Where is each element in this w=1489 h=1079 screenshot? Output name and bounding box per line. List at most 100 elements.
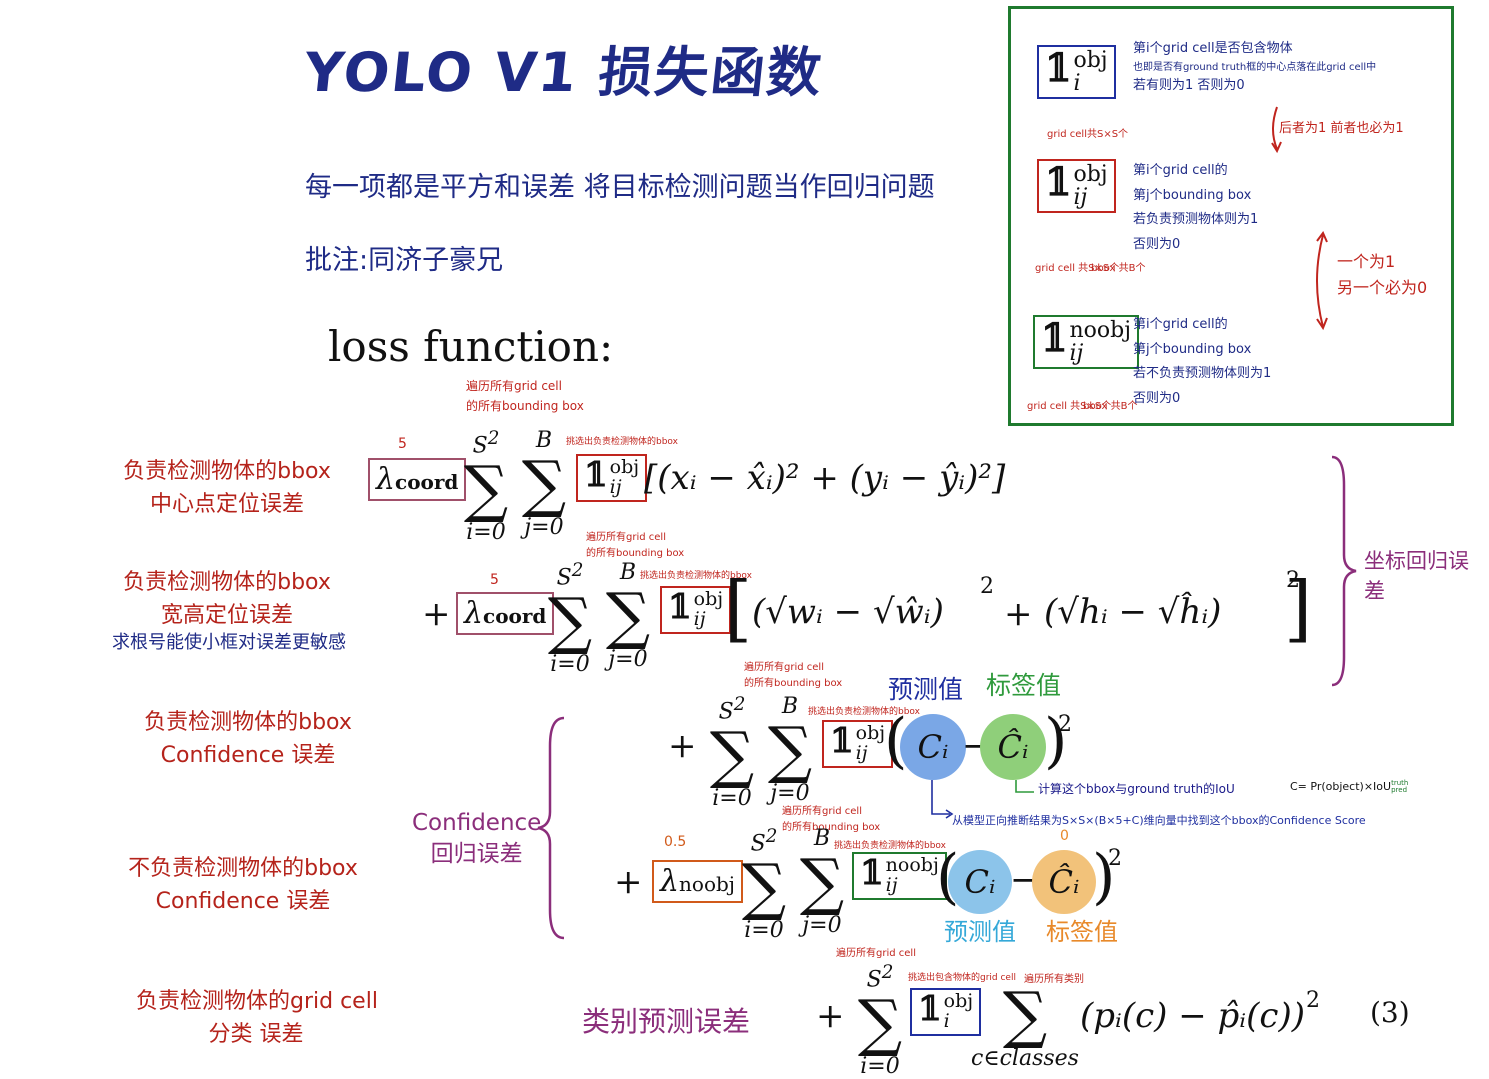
sigma-symbol: ∑ [605,579,651,652]
sum-upper-exp: 2 [487,428,500,449]
pick-grid-annotation: 挑选出包含物体的grid cell [908,973,1016,983]
left-label-term2: 负责检测物体的bbox 宽高定位误差 [123,570,331,628]
legend-item3-subnote-bbox: bbox 共B个 [1083,401,1138,412]
term2-exp-a: 2 [980,574,994,599]
c-formula-sup: truth [1391,779,1409,787]
indicator-one-symbol: 𝟙 [860,853,884,893]
indicator-one-symbol: 𝟙 [584,455,608,495]
sum-upper-exp: 2 [733,694,746,715]
sum-lower: i=0 [744,918,784,944]
pick-annotation-1: 挑选出负责检测物体的bbox [566,437,678,447]
lambda-sub: coord [395,470,459,494]
traverse-classes-annotation: 遍历所有类别 [1024,974,1084,985]
sum-upper: B [813,826,831,851]
lambda-symbol: λ [376,462,396,497]
coord-regression-label: 坐标回归误差 [1364,549,1469,603]
legend-item2-text: 第i个grid cell的 第j个bounding box 若负责预测物体则为1… [1133,159,1333,258]
left-label-term1: 负责检测物体的bbox 中心点定位误差 [123,459,331,517]
traverse-annotation-4: 遍历所有grid cell 的所有bounding box [782,806,881,833]
legend-item2-subnote-bbox: bbox 共B个 [1091,263,1146,274]
lambda-sub: noobj [679,872,735,896]
sum-upper: B [535,428,553,453]
indicator-sup: obj [1073,162,1108,187]
sum-i-term4: S2 ∑ i=0 [736,826,792,943]
indicator-obj-i: 𝟙 obj i [1037,45,1116,100]
sum-lower: i=0 [860,1054,900,1079]
legend-item1-subnote: grid cell共S×S个 [1047,129,1129,140]
legend-line: 也即是否有ground truth框的中心点落在此grid cell中 [1133,61,1377,73]
indicator-sub: ij [1069,341,1084,367]
legend-line: 第i个grid cell是否包含物体 [1133,41,1293,56]
indicator-sub: ij [693,607,706,630]
indicator-sup: obj [609,456,640,478]
sum-i-term3: S2 ∑ i=0 [704,694,760,811]
bracket-open: [ [724,566,753,650]
sum-c-term5: ∑ c∈classes [970,978,1080,1072]
sum-upper-exp: 2 [881,962,894,983]
indicator-sup: noobj [1069,318,1132,343]
sum-i-term5: S2 ∑ i=0 [852,962,908,1079]
plus-term2: + [422,594,451,634]
predicted-label-2: 预测值 [944,918,1016,946]
legend-line: 第j个bounding box [1133,341,1252,357]
sum-upper: S [866,967,882,993]
lambda-sub: coord [483,604,547,628]
indicator-sup: obj [693,588,724,610]
left-label-term3: 负责检测物体的bbox Confidence 误差 [144,710,352,768]
indicator-sup: obj [943,990,974,1012]
forward-inference-annotation: 从模型正向推断结果为S×S×(B×5+C)维向量中找到这个bbox的Confid… [952,814,1366,827]
sum-j-term2: B ∑ j=0 [600,560,656,672]
sigma-symbol: ∑ [1002,978,1048,1051]
legend-line: 第j个bounding box [1133,187,1252,203]
term5-expression: (pᵢ(c) − p̂ᵢ(c)) [1080,996,1305,1036]
sigma-symbol: ∑ [521,447,567,520]
sum-lower: i=0 [712,786,752,812]
paren-close-term3: ) [1044,706,1068,776]
indicator-one-symbol: 𝟙 [830,721,854,761]
sigma-symbol: ∑ [799,845,845,918]
label-value-label-1: 标签值 [986,671,1062,700]
term1-expression: [(xᵢ − x̂ᵢ)² + (yᵢ − ŷᵢ)²] [644,458,1006,498]
class-prediction-label: 类别预测误差 [582,1005,751,1038]
indicator-one-symbol: 𝟙 [1041,315,1068,360]
loss-function-label: loss function: [328,322,614,371]
legend-double-arrow-icon [1316,231,1328,331]
sum-lower: i=0 [466,520,506,546]
indicator-noobj-ij: 𝟙 noobj ij [1033,315,1140,370]
term3-exp: 2 [1058,712,1072,737]
sum-i-term2: S2 ∑ i=0 [542,560,598,677]
indicator-legend-box: 𝟙 obj i 第i个grid cell是否包含物体 也即是否有ground t… [1008,6,1454,426]
sum-upper-exp: 2 [571,560,584,581]
sigma-symbol: ∑ [709,718,755,792]
left-label-term4: 不负责检测物体的bbox Confidence 误差 [128,856,358,914]
pick-annotation-3: 挑选出负责检测物体的bbox [808,707,920,717]
legend-line: 若有则为1 否则为0 [1133,77,1245,93]
legend-line: 第i个grid cell的 [1133,317,1228,332]
indicator-one-symbol: 𝟙 [668,587,692,627]
traverse-grid-annotation: 遍历所有grid cell [836,948,916,959]
sum-lower: j=0 [770,781,810,806]
indicator-sub: i [943,1009,950,1032]
indicator-one-symbol: 𝟙 [1045,45,1072,90]
sum-upper: S [750,831,766,857]
traverse-annotation-1: 遍历所有grid cell 的所有bounding box [466,379,584,414]
label-circle-ci-hat-2: Ĉᵢ [1032,850,1096,914]
sum-upper: S [718,699,734,725]
legend-line: 若不负责预测物体则为1 [1133,366,1272,382]
indicator-obj-ij: 𝟙 obj ij [1037,159,1116,214]
sum-upper: S [472,433,488,459]
left-label-term5: 负责检测物体的grid cell 分类 误差 [136,989,378,1047]
sum-lower: j=0 [802,913,842,938]
legend-item2-subnote-grid: grid cell 共S×S个 [1035,263,1120,274]
plus-inner-term2: + [1004,594,1033,634]
legend-arrow-down-icon [1271,106,1282,154]
indicator-sub: i [1073,71,1081,97]
confidence-left-brace [537,716,565,940]
c-formula: C= Pr(object)×IoU [1290,780,1392,793]
lambda-coord-box-2: λcoord [456,592,555,635]
